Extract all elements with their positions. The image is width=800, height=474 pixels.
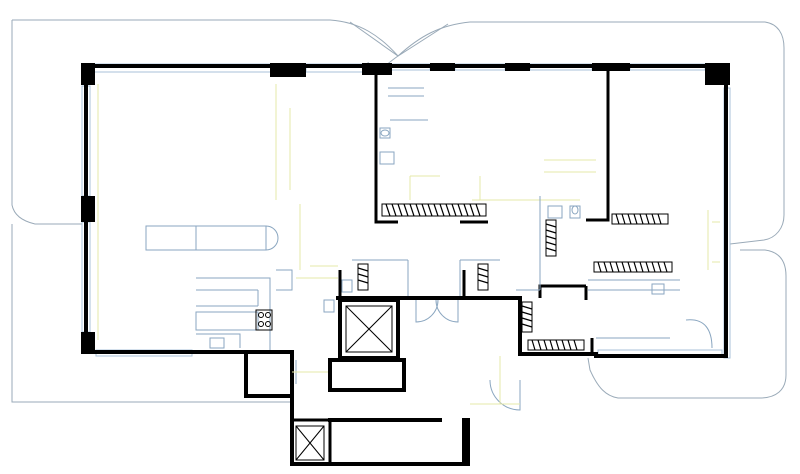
kitchen: [195, 269, 293, 350]
wardrobe-hanger-icon: [357, 203, 673, 351]
bathroom-fixtures: [209, 87, 713, 349]
elevator-icon: [295, 305, 393, 461]
sofa: [145, 225, 267, 251]
terrace-divider: [349, 21, 449, 57]
stove-icon: [255, 309, 273, 331]
furniture: [97, 84, 720, 405]
walls: [81, 63, 730, 466]
terrace-right-outline: [397, 21, 787, 399]
toilet-icon: [323, 127, 665, 313]
sink-icon: [209, 151, 563, 349]
terrace-outlines: [11, 19, 787, 403]
door-swing-icon: [295, 299, 521, 411]
